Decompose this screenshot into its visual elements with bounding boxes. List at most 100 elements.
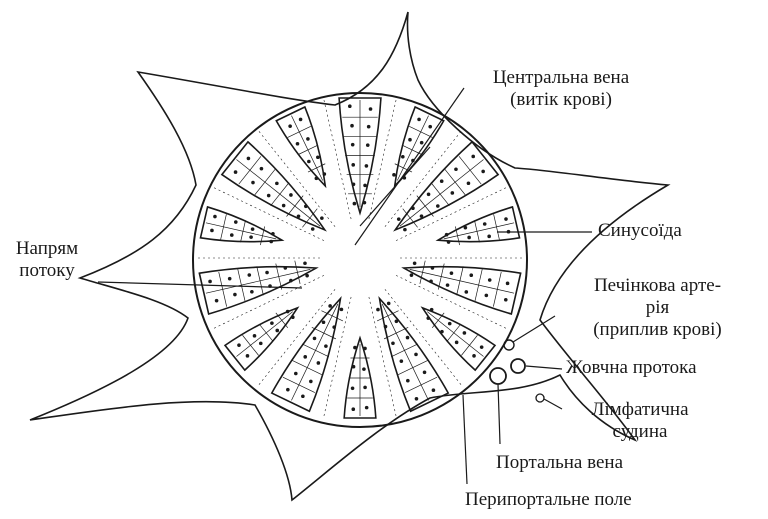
cell-nucleus [420, 141, 424, 145]
cell-nucleus [289, 279, 293, 283]
cell-nucleus [247, 273, 251, 277]
label-periportal-field: Перипортальне поле [465, 489, 632, 511]
cell-nucleus [481, 170, 485, 174]
cell-nucleus [352, 365, 356, 369]
cell-nucleus [406, 379, 410, 383]
cell-nucleus [353, 202, 357, 206]
cell-nucleus [440, 330, 444, 334]
cell-nucleus [440, 179, 444, 183]
cell-nucleus [480, 345, 484, 349]
cell-nucleus [303, 355, 307, 359]
hepatocyte-plate [272, 299, 341, 412]
cell-nucleus [316, 155, 320, 159]
label-portal-vein-text: Портальна вена [496, 452, 623, 473]
cell-nucleus [213, 215, 217, 219]
cell-nucleus [322, 320, 326, 324]
cell-nucleus [436, 204, 440, 208]
cell-nucleus [286, 310, 290, 314]
cell-nucleus [275, 182, 279, 186]
cell-nucleus [283, 266, 287, 270]
cell-nucleus [363, 201, 367, 205]
cell-nucleus [397, 217, 401, 221]
cell-nucleus [454, 167, 458, 171]
cell-nucleus [376, 308, 380, 312]
cell-nucleus [265, 271, 269, 275]
cell-nucleus [350, 124, 354, 128]
cell-nucleus [351, 163, 355, 167]
cell-nucleus [403, 228, 407, 232]
cell-nucleus [392, 173, 396, 177]
cell-nucleus [313, 337, 317, 341]
cell-nucleus [294, 372, 298, 376]
cell-nucleus [428, 125, 432, 129]
cell-nucleus [413, 261, 417, 265]
cell-nucleus [432, 388, 436, 392]
hepatic-artery-vessel [504, 340, 514, 350]
cell-nucleus [414, 353, 418, 357]
cell-nucleus [400, 359, 404, 363]
label-hepatic-artery: Печінкова арте- рія (приплив крові) [550, 275, 765, 341]
label-bile-duct-text: Жовчна протока [566, 357, 697, 378]
cell-nucleus [472, 354, 476, 358]
cell-nucleus [363, 347, 367, 351]
label-central-vein-line1: Центральна вена [456, 67, 666, 89]
cell-nucleus [504, 217, 508, 221]
cell-nucleus [251, 227, 255, 231]
cell-nucleus [253, 334, 257, 338]
cell-nucleus [304, 204, 308, 208]
cell-nucleus [351, 143, 355, 147]
cell-nucleus [464, 226, 468, 230]
cell-nucleus [506, 282, 510, 286]
label-flow-direction: Напрям потоку [2, 238, 92, 282]
label-bile-duct: Жовчна протока [566, 357, 697, 379]
cell-nucleus [467, 181, 471, 185]
cell-nucleus [391, 341, 395, 345]
cell-nucleus [305, 274, 309, 278]
cell-nucleus [260, 167, 264, 171]
bile-duct-vessel [511, 359, 525, 373]
cell-nucleus [448, 322, 452, 326]
cell-nucleus [323, 172, 327, 176]
cell-nucleus [286, 388, 290, 392]
cell-nucleus [247, 157, 251, 161]
cell-nucleus [408, 138, 412, 142]
hepatocyte-plates [199, 98, 520, 418]
cell-nucleus [487, 235, 491, 239]
cell-nucleus [351, 407, 355, 411]
cell-nucleus [410, 273, 414, 277]
cell-nucleus [324, 344, 328, 348]
cell-nucleus [447, 240, 451, 244]
cell-nucleus [504, 298, 508, 302]
label-central-vein: Центральна вена (витік крові) [456, 67, 666, 111]
cell-nucleus [309, 380, 313, 384]
cell-nucleus [445, 233, 449, 237]
leader-hepatic-artery [513, 316, 555, 342]
cell-nucleus [269, 240, 273, 244]
leader-periportal [463, 395, 467, 484]
cell-nucleus [348, 104, 352, 108]
hepatocyte-plate [380, 299, 449, 412]
cell-nucleus [271, 232, 275, 236]
cell-nucleus [267, 194, 271, 198]
cell-nucleus [369, 107, 373, 111]
label-flow-line2: потоку [2, 260, 92, 282]
cell-nucleus [230, 233, 234, 237]
cell-nucleus [311, 227, 315, 231]
cell-nucleus [328, 304, 332, 308]
cell-nucleus [215, 299, 219, 303]
cell-nucleus [431, 266, 435, 270]
cell-nucleus [234, 220, 238, 224]
label-lymph-line2: судина [565, 421, 715, 443]
cell-nucleus [288, 124, 292, 128]
cell-nucleus [450, 271, 454, 275]
cell-nucleus [363, 386, 367, 390]
cell-nucleus [363, 184, 367, 188]
label-periportal-text: Перипортальне поле [465, 489, 632, 510]
cell-nucleus [420, 214, 424, 218]
label-hepatic-artery-line3: (приплив крові) [550, 319, 765, 341]
label-central-vein-line2: (витік крові) [456, 89, 666, 111]
cell-nucleus [291, 315, 295, 319]
cell-nucleus [303, 261, 307, 265]
cell-nucleus [250, 290, 254, 294]
